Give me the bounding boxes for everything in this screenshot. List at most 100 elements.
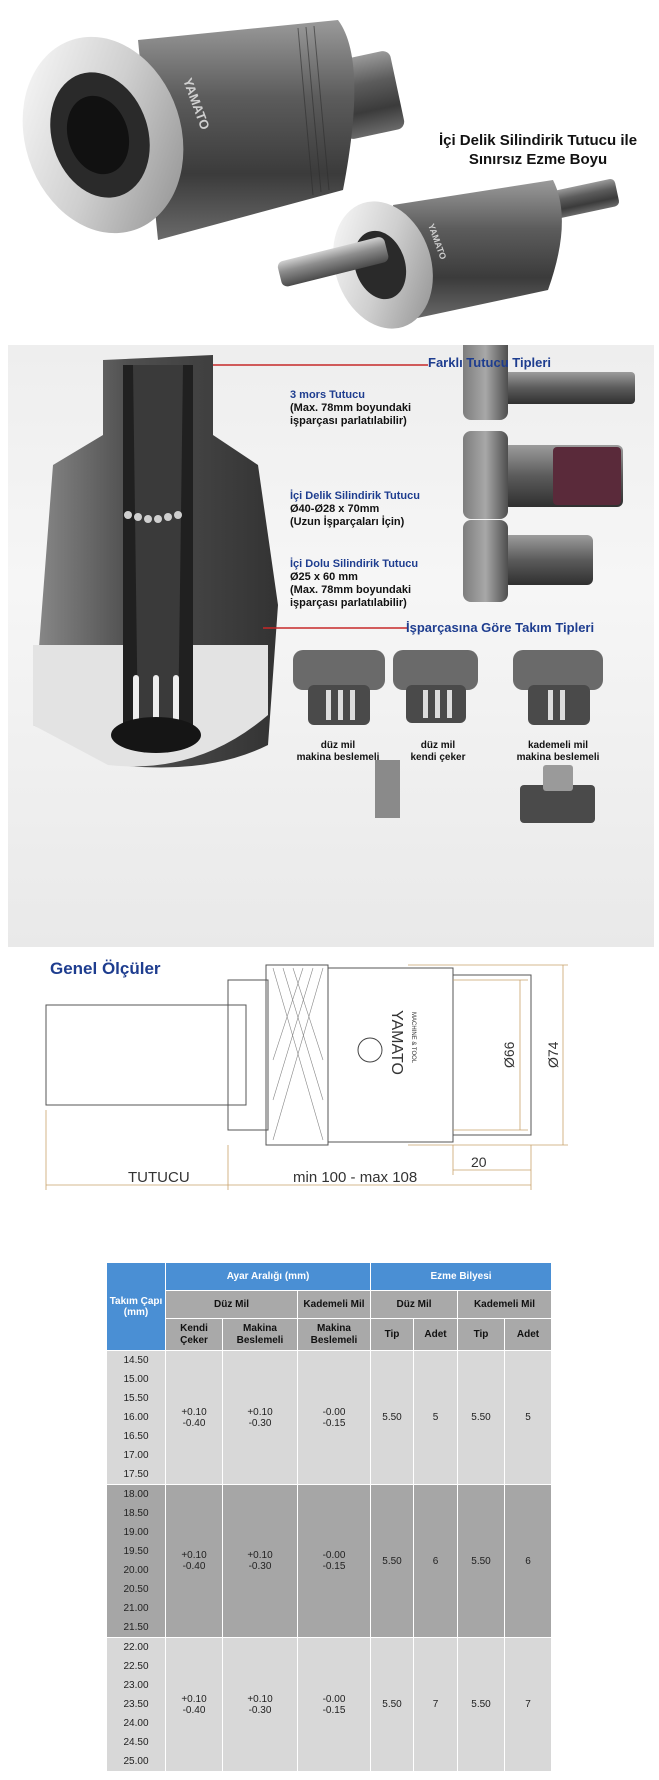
holder-solid-image — [463, 520, 593, 602]
dims-brand-sub: MACHINE & TOOL — [410, 1012, 416, 1064]
hero-tool-illustration: YAMATO YAMATO — [22, 20, 620, 329]
note-solid-line3: işparçası parlatılabilir) — [290, 597, 407, 609]
caption-straight-self: düz mil kendi çeker — [383, 740, 493, 764]
cell-machine-tolerance-lower: -0.30 — [248, 1417, 272, 1429]
note-morse-title: 3 mors Tutucu — [290, 389, 365, 401]
cell-self-tolerance-upper: +0.10 — [181, 1406, 207, 1418]
spec-table: Takım Çapı (mm) Ayar Aralığı (mm) Ezme B… — [106, 1262, 553, 1771]
cell-ball-tip-straight: 5.50 — [370, 1484, 414, 1638]
cell-self-tolerance: +0.10-0.40 — [165, 1350, 223, 1485]
cell-self-tolerance: +0.10-0.40 — [165, 1637, 223, 1771]
holder-morse-image — [463, 345, 635, 420]
cell-ball-tip-stepped: 5.50 — [457, 1637, 505, 1771]
note-solid-line2: (Max. 78mm boyundaki — [290, 584, 412, 596]
cell-self-tolerance-lower: -0.40 — [182, 1704, 206, 1716]
cell-ball-count-straight: 5 — [413, 1350, 458, 1485]
caption-stepped-machine-line1: kademeli mil — [527, 740, 589, 751]
holder-types-title: Farklı Tutucu Tipleri — [428, 355, 552, 370]
header-count-2: Adet — [503, 1318, 553, 1351]
hero-title: İçi Delik Silindirik Tutucu ile Sınırsız… — [438, 131, 638, 169]
cell-diameter: 19.00 — [106, 1523, 166, 1542]
dims-len20: 20 — [471, 1154, 487, 1170]
dimensions-drawing: YAMATO MACHINE & TOOL Ø66 Ø74 20 TUTUCU … — [45, 964, 568, 1190]
header-tip-1: Tip — [370, 1318, 414, 1351]
cell-diameter: 18.00 — [106, 1484, 166, 1504]
header-diameter: Takım Çapı (mm) — [106, 1262, 166, 1351]
cell-stepped-tolerance: -0.00-0.15 — [297, 1350, 371, 1485]
table-row: 23.50 — [106, 1695, 552, 1714]
note-morse: 3 mors Tutucu (Max. 78mm boyundaki işpar… — [290, 389, 411, 428]
cell-self-tolerance-upper: +0.10 — [181, 1550, 207, 1561]
cell-diameter: 17.00 — [106, 1446, 166, 1465]
cell-stepped-tolerance-upper: -0.00 — [322, 1693, 346, 1705]
cell-machine-tolerance: +0.10-0.30 — [222, 1484, 298, 1638]
cell-diameter: 17.50 — [106, 1465, 166, 1485]
note-hollow-title: İçi Delik Silindirik Tutucu — [290, 490, 420, 502]
table-row: 24.50 — [106, 1733, 552, 1752]
cell-diameter: 22.50 — [106, 1657, 166, 1676]
caption-straight-machine-line1: düz mil — [320, 740, 356, 751]
cell-machine-tolerance-lower: -0.30 — [248, 1704, 272, 1716]
dims-length-label: min 100 - max 108 — [293, 1169, 417, 1186]
cell-stepped-tolerance: -0.00-0.15 — [297, 1637, 371, 1771]
header-stepped: Kademeli Mil — [297, 1290, 371, 1319]
header-tip-2: Tip — [457, 1318, 505, 1351]
header-ball: Ezme Bilyesi — [369, 1262, 553, 1291]
table-row: 22.50 — [106, 1657, 552, 1676]
cell-ball-tip-straight: 5.50 — [370, 1350, 414, 1485]
cell-stepped-tolerance-upper: -0.00 — [322, 1406, 346, 1418]
header-range: Ayar Aralığı (mm) — [165, 1262, 371, 1291]
caption-straight-self-line2: kendi çeker — [410, 752, 466, 763]
table-row: 17.00 — [106, 1446, 552, 1465]
cell-ball-tip-stepped: 5.50 — [457, 1484, 505, 1638]
dims-title: Genel Ölçüler — [50, 959, 161, 978]
note-solid-line1: Ø25 x 60 mm — [290, 571, 358, 583]
dimensions-panel: YAMATO MACHINE & TOOL Ø66 Ø74 20 TUTUCU … — [8, 950, 654, 1228]
note-morse-line1: (Max. 78mm boyundaki — [290, 402, 412, 414]
table-row: 19.50 — [106, 1542, 552, 1561]
table-row: 24.00 — [106, 1714, 552, 1733]
dims-holder-label: TUTUCU — [128, 1169, 190, 1186]
small-tool-image: YAMATO — [277, 178, 620, 329]
cell-diameter: 16.00 — [106, 1408, 166, 1427]
header-ball-straight: Düz Mil — [370, 1290, 458, 1319]
table-row: 15.00 — [106, 1370, 552, 1389]
table-row: 21.50 — [106, 1618, 552, 1638]
tool-types-panel: Farklı Tutucu Tipleri İşparçasına Göre T… — [8, 345, 654, 947]
cell-diameter: 14.50 — [106, 1350, 166, 1370]
cell-diameter: 23.50 — [106, 1695, 166, 1714]
tool-straight-machine-image — [293, 650, 400, 818]
holder-hollow-image — [463, 431, 623, 519]
cell-diameter: 24.50 — [106, 1733, 166, 1752]
note-hollow-line2: (Uzun İşparçaları İçin) — [290, 516, 405, 528]
cutaway-illustration — [33, 345, 635, 823]
table-row: 18.50 — [106, 1504, 552, 1523]
cell-ball-count-straight: 6 — [413, 1484, 458, 1638]
cell-diameter: 20.00 — [106, 1561, 166, 1580]
header-diameter-text: Takım Çapı (mm) — [109, 1295, 163, 1318]
note-morse-line2: işparçası parlatılabilir) — [290, 415, 407, 427]
caption-stepped-machine-line2: makina beslemeli — [516, 752, 600, 763]
table-row: 25.00 — [106, 1752, 552, 1771]
cell-machine-tolerance-upper: +0.10 — [247, 1406, 273, 1418]
hero-title-line2: Sınırsız Ezme Boyu — [468, 151, 608, 168]
cell-ball-count-stepped: 5 — [503, 1350, 553, 1485]
cell-stepped-tolerance-lower: -0.15 — [322, 1417, 346, 1429]
cell-machine-tolerance: +0.10-0.30 — [222, 1637, 298, 1771]
note-solid: İçi Dolu Silindirik Tutucu Ø25 x 60 mm (… — [290, 558, 418, 610]
dims-d74: Ø74 — [545, 1041, 561, 1068]
note-hollow: İçi Delik Silindirik Tutucu Ø40-Ø28 x 70… — [290, 490, 420, 529]
table-row: 16.50 — [106, 1427, 552, 1446]
table-row: 20.00 — [106, 1561, 552, 1580]
cell-diameter: 25.00 — [106, 1752, 166, 1771]
dims-d66: Ø66 — [501, 1041, 517, 1068]
cell-diameter: 16.50 — [106, 1427, 166, 1446]
cell-ball-count-stepped: 6 — [503, 1484, 553, 1638]
cell-stepped-tolerance-upper: -0.00 — [322, 1550, 346, 1561]
cell-machine-tolerance-upper: +0.10 — [247, 1550, 273, 1561]
cell-diameter: 24.00 — [106, 1714, 166, 1733]
cell-stepped-tolerance-lower: -0.15 — [322, 1704, 346, 1716]
